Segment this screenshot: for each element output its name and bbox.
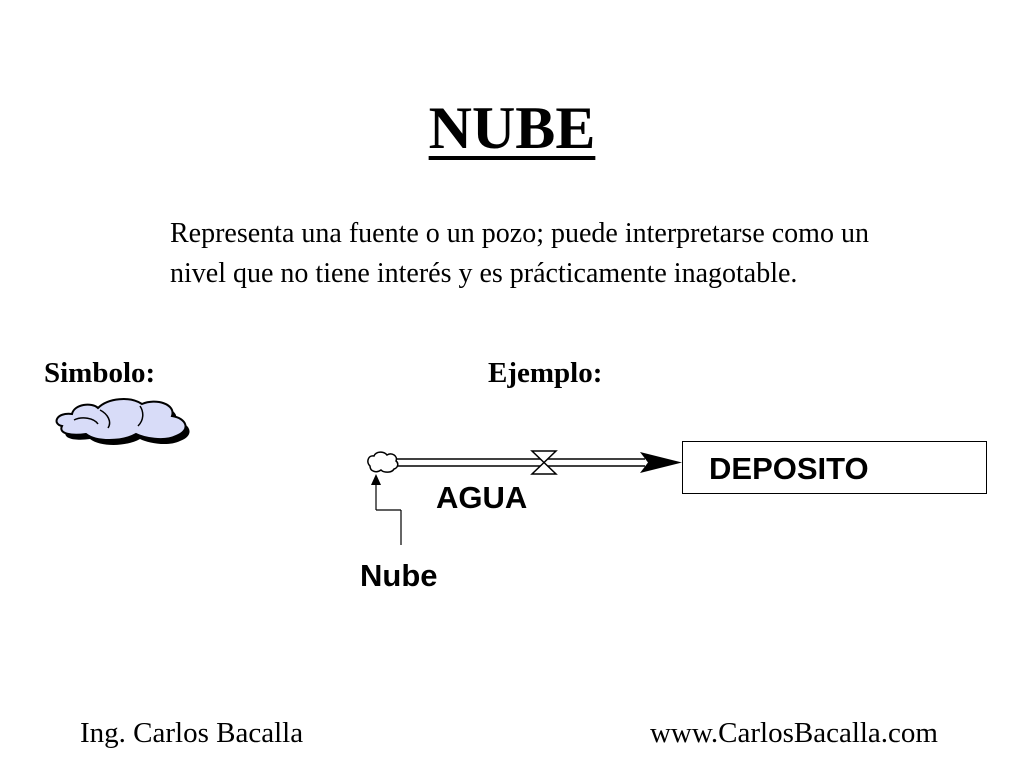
arrowhead-icon (640, 452, 682, 473)
stock-label: DEPOSITO (709, 451, 869, 486)
slide-description: Representa una fuente o un pozo; puede i… (170, 218, 869, 289)
footer-website: www.CarlosBacalla.com (649, 717, 938, 749)
example-label: Ejemplo: (488, 357, 603, 389)
pointer-arrowhead-icon (371, 474, 381, 485)
footer-author: Ing. Carlos Bacalla (80, 717, 304, 749)
valve-icon (530, 450, 558, 475)
cloud-symbol-icon (55, 398, 190, 445)
stock-box: DEPOSITO (682, 441, 987, 494)
slide-title: NUBE (428, 95, 596, 161)
small-cloud-icon (367, 451, 399, 473)
cloud-label: Nube (360, 558, 438, 593)
flow-label: AGUA (436, 480, 528, 515)
symbol-label: Simbolo: (44, 357, 156, 389)
